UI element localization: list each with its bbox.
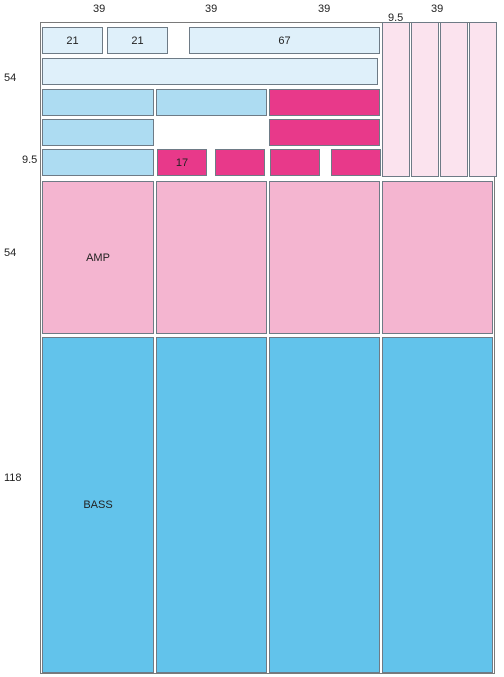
dim-top-1: 39 bbox=[93, 3, 106, 15]
dim-left-4: 118 bbox=[4, 472, 22, 484]
block-r3-col2 bbox=[156, 89, 267, 116]
bass-block-3 bbox=[269, 337, 380, 673]
block-r5-mag3 bbox=[270, 149, 320, 176]
block-wide-label: 67 bbox=[278, 34, 291, 47]
dim-top-4: 9.5 bbox=[388, 12, 404, 24]
block-r3-col3 bbox=[269, 89, 380, 116]
block-wide: 67 bbox=[189, 27, 380, 54]
block-small-a: 21 bbox=[42, 27, 103, 54]
amp-block-3 bbox=[269, 181, 380, 334]
block-small-a-label: 21 bbox=[66, 34, 79, 47]
dim-top-2: 39 bbox=[205, 3, 218, 15]
amp-block-2 bbox=[156, 181, 267, 334]
strip-1 bbox=[382, 22, 410, 177]
block-small-b: 21 bbox=[107, 27, 168, 54]
block-full-row bbox=[42, 58, 378, 85]
block-r4-col3 bbox=[269, 119, 380, 146]
amp-block-1: AMP bbox=[42, 181, 154, 334]
block-r4-col1 bbox=[42, 119, 154, 146]
strip-2 bbox=[411, 22, 439, 177]
dim-top-3: 39 bbox=[318, 3, 331, 15]
strip-3 bbox=[440, 22, 468, 177]
dim-left-2: 9.5 bbox=[22, 154, 38, 166]
block-r5-mag4 bbox=[331, 149, 381, 176]
dim-left-3: 54 bbox=[4, 247, 17, 259]
block-small-b-label: 21 bbox=[131, 34, 144, 47]
block-magenta-small-label: 17 bbox=[175, 156, 189, 169]
block-r5-col1 bbox=[42, 149, 154, 176]
block-r5-mag2 bbox=[215, 149, 265, 176]
amp-block-4 bbox=[382, 181, 493, 334]
amp-label: AMP bbox=[86, 251, 110, 264]
bass-label: BASS bbox=[83, 499, 113, 511]
block-magenta-small: 17 bbox=[157, 149, 207, 176]
dim-left-1: 54 bbox=[4, 72, 17, 84]
bass-block-2 bbox=[156, 337, 267, 673]
dim-top-5: 39 bbox=[431, 3, 444, 15]
bass-block-1: BASS bbox=[42, 337, 154, 673]
bass-block-4 bbox=[382, 337, 493, 673]
block-r3-col1 bbox=[42, 89, 154, 116]
strip-4 bbox=[469, 22, 497, 177]
